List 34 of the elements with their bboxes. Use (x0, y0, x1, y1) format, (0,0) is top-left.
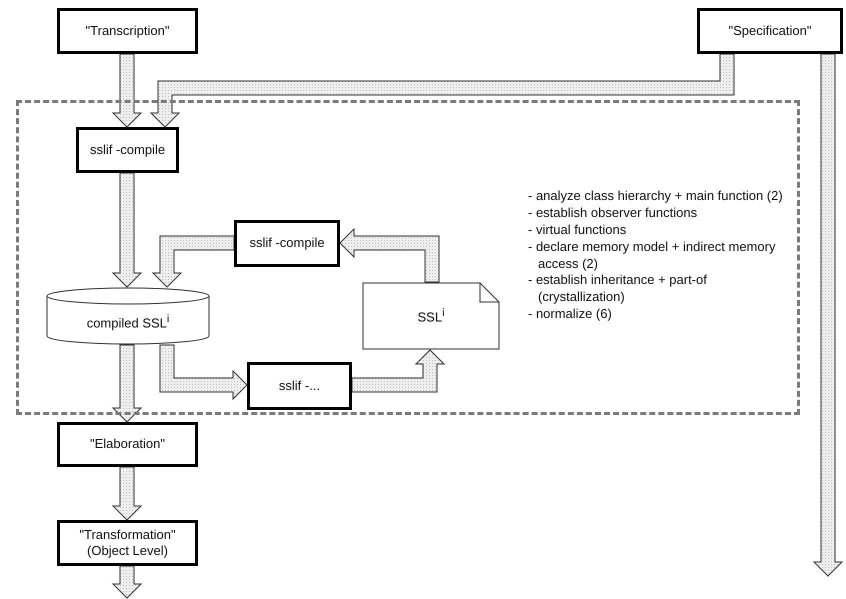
node-label: sslif -compile (90, 142, 166, 158)
node-label: SSL$^{i}$ (418, 306, 444, 326)
block-arrow (112, 344, 142, 423)
block-arrow (339, 228, 440, 282)
node-label: "Specification" (728, 22, 812, 40)
block-arrow (812, 54, 844, 577)
block-arrow (160, 344, 248, 400)
node-label: sslif -... (278, 378, 320, 394)
block-arrow (112, 54, 142, 128)
node-label: "Transcription" (86, 22, 170, 40)
node-label: compiled SSL$^{i}$ (86, 312, 170, 332)
process-box (234, 220, 340, 267)
block-arrow (352, 349, 446, 392)
process-box (57, 422, 198, 467)
step-text: - virtual functions (528, 222, 628, 239)
step-text: - normalize (6) (528, 306, 613, 324)
step-text: - establish observer functions (528, 204, 698, 222)
node-label: sslif -compile (249, 235, 325, 252)
process-box (76, 127, 179, 173)
node-label: "Elaboration" (90, 436, 165, 453)
block-arrow (112, 172, 142, 288)
block-arrow (152, 236, 234, 288)
block-arrow (112, 466, 142, 521)
process-box (247, 362, 352, 410)
block-arrow (150, 54, 734, 128)
node-label: "Transformation" (Object Level) (78, 526, 177, 560)
process-box (57, 8, 198, 54)
block-arrow (112, 566, 142, 599)
process-box (697, 8, 843, 54)
step-text: - declare memory model + indirect memory access (2) (528, 238, 776, 272)
dashed-region (16, 100, 800, 415)
step-text: - analyze class hierarchy + main function (2) (528, 188, 784, 205)
step-text: - establish inheritance + part-of (crystallization) (528, 272, 708, 306)
process-box (57, 520, 198, 566)
